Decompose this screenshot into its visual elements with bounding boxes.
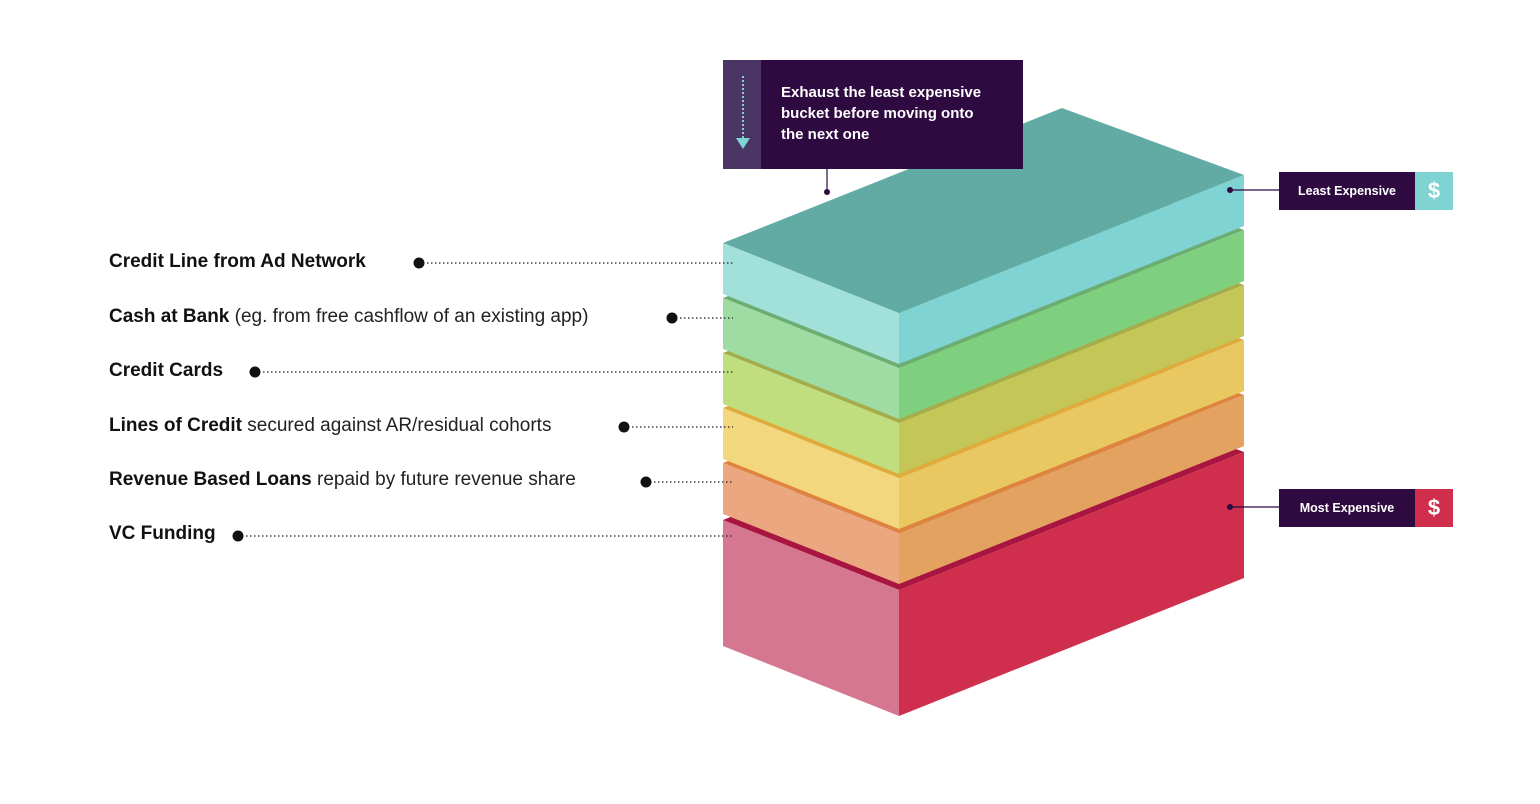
layer-description: repaid by future revenue share	[311, 469, 576, 490]
most-expensive-label: Most Expensive	[1279, 489, 1415, 527]
dotted-down-arrow-icon	[723, 60, 761, 169]
layer-label-ad-network: Credit Line from Ad Network	[109, 250, 366, 274]
layer-side-face	[899, 395, 1244, 584]
dollar-icon: $	[1415, 489, 1453, 527]
leader-dot-credit-cards	[249, 366, 261, 378]
layer-label-vc-funding: VC Funding	[109, 522, 216, 546]
layer-ad-network	[723, 108, 1244, 364]
least-expensive-connector-dot	[1227, 187, 1233, 193]
layer-label-credit-cards: Credit Cards	[109, 359, 223, 383]
layer-notch	[788, 410, 806, 426]
instruction-callout: Exhaust the least expensive bucket befor…	[723, 60, 1023, 169]
layer-label-revenue-based-loans: Revenue Based Loans repaid by future rev…	[109, 468, 576, 492]
dotted-line	[742, 76, 744, 138]
layer-side-face	[899, 340, 1244, 529]
layer-notch	[788, 520, 806, 536]
layer-top-face	[723, 108, 1244, 313]
least-expensive-label: Least Expensive	[1279, 172, 1415, 210]
layer-description: secured against AR/residual cohorts	[242, 415, 552, 436]
layer-title: Lines of Credit	[109, 415, 243, 436]
layer-title: Cash at Bank	[109, 306, 230, 327]
layer-front-face	[723, 298, 899, 419]
layer-front-face	[723, 243, 899, 364]
leader-lines-group	[232, 169, 1279, 542]
layer-notch	[788, 300, 806, 316]
leader-dot-lines-of-credit	[618, 421, 630, 433]
most-expensive-connector-dot	[1227, 504, 1233, 510]
layer-side-face	[899, 230, 1244, 419]
layer-title: Credit Cards	[109, 360, 224, 381]
leader-dot-ad-network	[413, 257, 425, 269]
leader-dot-vc-funding	[232, 530, 244, 542]
layer-side-face	[899, 452, 1244, 716]
layer-front-face	[723, 520, 899, 716]
layer-front-face	[723, 463, 899, 584]
layer-notch	[788, 465, 806, 481]
layer-description: (eg. from free cashflow of an existing a…	[229, 306, 589, 327]
arrow-head	[736, 138, 750, 149]
leader-dot-revenue-based-loans	[640, 476, 652, 488]
layer-title: Credit Line from Ad Network	[109, 251, 366, 272]
layer-front-face	[723, 353, 899, 474]
most-expensive-tag: Most Expensive $	[1279, 489, 1453, 527]
layer-title: Revenue Based Loans	[109, 469, 312, 490]
layer-title: VC Funding	[109, 523, 216, 544]
layer-front-face	[723, 408, 899, 529]
callout-text: Exhaust the least expensive bucket befor…	[781, 84, 982, 143]
layers-group	[723, 108, 1244, 716]
layer-side-face	[899, 285, 1244, 474]
leader-dot-cash-at-bank	[666, 312, 678, 324]
dollar-icon: $	[1415, 172, 1453, 210]
layer-side-face	[899, 175, 1244, 364]
layer-notch	[788, 355, 806, 371]
least-expensive-tag: Least Expensive $	[1279, 172, 1453, 210]
layer-label-cash-at-bank: Cash at Bank (eg. from free cashflow of …	[109, 305, 588, 329]
layer-label-lines-of-credit: Lines of Credit secured against AR/resid…	[109, 414, 551, 438]
callout-connector-dot	[824, 189, 830, 195]
